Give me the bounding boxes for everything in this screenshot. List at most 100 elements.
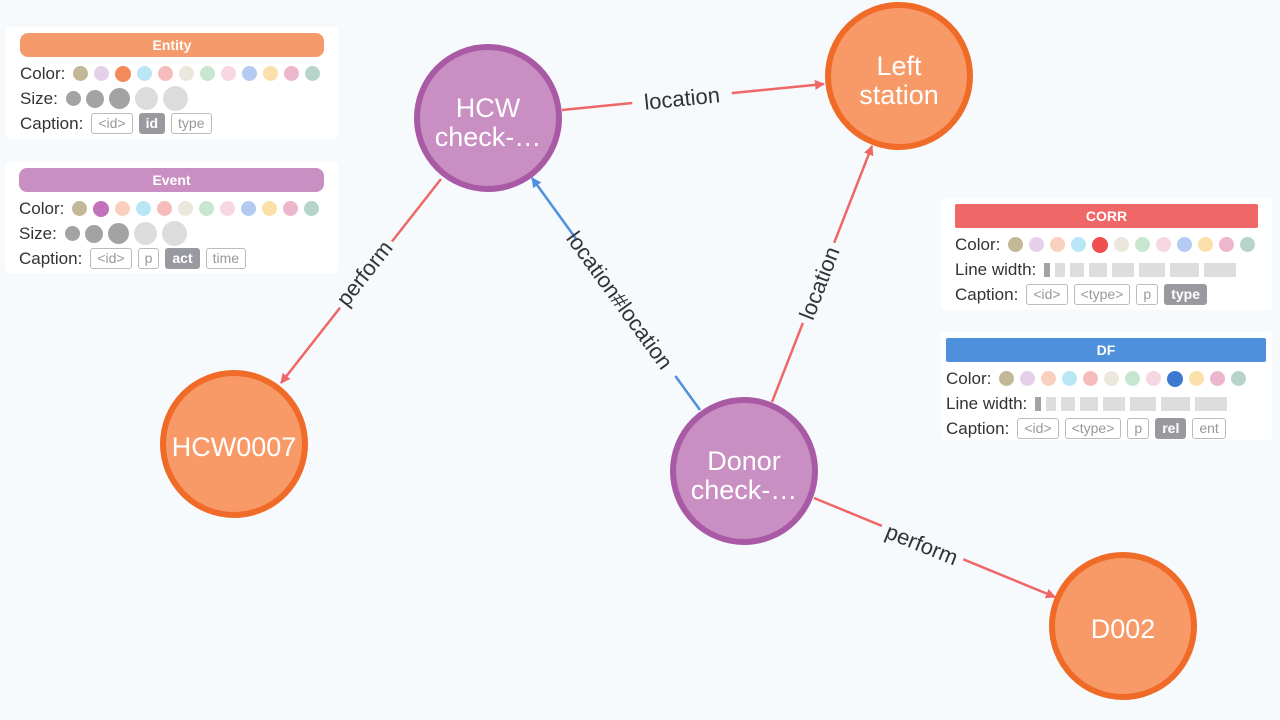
line-width-option-7[interactable] <box>1170 262 1200 277</box>
line-width-option-4[interactable] <box>1080 396 1099 411</box>
caption-option[interactable]: p <box>137 248 160 269</box>
caption-option[interactable]: id <box>138 113 166 134</box>
node-hcw-check[interactable]: HCW check-… <box>414 44 562 192</box>
caption-option[interactable]: time <box>205 248 247 269</box>
color-swatch[interactable] <box>1156 236 1172 252</box>
caption-option[interactable]: type <box>171 113 212 134</box>
color-swatch[interactable] <box>1177 236 1193 252</box>
size-option-4[interactable] <box>134 87 158 110</box>
caption-option[interactable]: <id> <box>1026 284 1068 305</box>
caption-option[interactable]: <type> <box>1073 284 1131 305</box>
color-swatch[interactable] <box>262 200 278 216</box>
node-hcw0007[interactable]: HCW0007 <box>160 370 308 518</box>
caption-option[interactable]: rel <box>1155 418 1187 439</box>
line-width-option-2[interactable] <box>1055 262 1066 277</box>
caption-option[interactable]: ent <box>1192 418 1226 439</box>
size-option-1[interactable] <box>65 91 81 106</box>
edge-hcw-check-location[interactable]: location <box>561 79 825 117</box>
size-option-3[interactable] <box>108 88 130 109</box>
color-swatch[interactable] <box>304 200 320 216</box>
color-swatch[interactable] <box>157 200 173 216</box>
line-width-option-7[interactable] <box>1161 396 1191 411</box>
color-palette[interactable] <box>1008 236 1261 253</box>
color-swatch[interactable] <box>1167 370 1184 387</box>
line-width-option-2[interactable] <box>1046 396 1057 411</box>
color-swatch[interactable] <box>73 65 89 81</box>
node-donor-check[interactable]: Donor check-… <box>670 397 818 545</box>
color-swatch[interactable] <box>115 65 132 82</box>
caption-option[interactable]: <id> <box>91 113 133 134</box>
line-width-option-8[interactable] <box>1204 262 1237 277</box>
color-swatch[interactable] <box>137 65 153 81</box>
color-palette[interactable] <box>999 370 1252 387</box>
color-swatch[interactable] <box>284 65 300 81</box>
color-swatch[interactable] <box>72 200 88 216</box>
color-swatch[interactable] <box>158 65 174 81</box>
color-swatch[interactable] <box>200 65 216 81</box>
color-swatch[interactable] <box>242 65 258 81</box>
size-option-2[interactable] <box>84 224 103 243</box>
line-width-option-6[interactable] <box>1130 396 1157 411</box>
color-swatch[interactable] <box>115 200 131 216</box>
edge-donor-check-perform[interactable]: perform <box>813 496 1056 599</box>
size-option-5[interactable] <box>161 221 187 246</box>
caption-option[interactable]: p <box>1127 418 1150 439</box>
line-width-option-3[interactable] <box>1070 262 1085 277</box>
line-width-option-6[interactable] <box>1139 262 1166 277</box>
caption-option[interactable]: type <box>1164 284 1207 305</box>
color-swatch[interactable] <box>1219 236 1235 252</box>
color-swatch[interactable] <box>179 65 195 81</box>
color-swatch[interactable] <box>93 200 110 217</box>
color-swatch[interactable] <box>1062 370 1078 386</box>
caption-option[interactable]: <id> <box>1017 418 1059 439</box>
color-swatch[interactable] <box>1050 236 1066 252</box>
color-swatch[interactable] <box>999 370 1015 386</box>
color-swatch[interactable] <box>1041 370 1057 386</box>
line-width-option-3[interactable] <box>1061 396 1076 411</box>
node-left-station[interactable]: Left station <box>825 2 973 150</box>
color-swatch[interactable] <box>1146 370 1162 386</box>
size-option-5[interactable] <box>162 86 188 111</box>
color-swatch[interactable] <box>221 65 237 81</box>
color-swatch[interactable] <box>1135 236 1151 252</box>
color-swatch[interactable] <box>283 200 299 216</box>
color-swatch[interactable] <box>1125 370 1141 386</box>
caption-option[interactable]: <id> <box>90 248 132 269</box>
color-swatch[interactable] <box>241 200 257 216</box>
caption-option[interactable]: p <box>1136 284 1159 305</box>
color-swatch[interactable] <box>199 200 215 216</box>
size-option-4[interactable] <box>133 222 157 245</box>
color-swatch[interactable] <box>94 65 110 81</box>
size-option-3[interactable] <box>107 223 129 244</box>
line-width-option-5[interactable] <box>1112 262 1135 277</box>
node-d002[interactable]: D002 <box>1049 552 1197 700</box>
edge-location-location[interactable]: location#location <box>530 177 702 411</box>
legend-corr-title[interactable]: CORR <box>955 204 1258 228</box>
caption-option[interactable]: <type> <box>1064 418 1122 439</box>
color-swatch[interactable] <box>1083 370 1099 386</box>
color-swatch[interactable] <box>1008 236 1024 252</box>
color-swatch[interactable] <box>220 200 236 216</box>
color-swatch[interactable] <box>1071 236 1087 252</box>
legend-entity-title[interactable]: Entity <box>20 33 324 57</box>
color-palette[interactable] <box>73 65 326 82</box>
line-width-option-1[interactable] <box>1044 262 1051 277</box>
color-swatch[interactable] <box>1240 236 1256 252</box>
color-swatch[interactable] <box>1092 236 1109 253</box>
color-swatch[interactable] <box>1198 236 1214 252</box>
color-swatch[interactable] <box>1104 370 1120 386</box>
legend-df-title[interactable]: DF <box>946 338 1266 362</box>
color-swatch[interactable] <box>178 200 194 216</box>
caption-option[interactable]: act <box>165 248 200 269</box>
color-swatch[interactable] <box>1114 236 1130 252</box>
line-width-option-1[interactable] <box>1035 396 1042 411</box>
color-swatch[interactable] <box>136 200 152 216</box>
color-swatch[interactable] <box>305 65 321 81</box>
line-width-option-8[interactable] <box>1195 396 1228 411</box>
color-swatch[interactable] <box>1210 370 1226 386</box>
line-width-option-5[interactable] <box>1103 396 1126 411</box>
color-swatch[interactable] <box>1231 370 1247 386</box>
color-swatch[interactable] <box>1189 370 1205 386</box>
size-option-2[interactable] <box>85 89 104 108</box>
